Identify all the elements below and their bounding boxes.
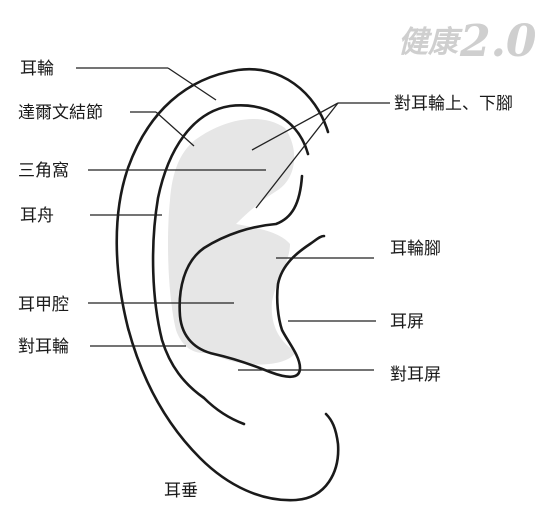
leader-lines [76, 67, 390, 371]
labels: 耳輪 達爾文結節 三角窩 耳舟 對耳輪上、下腳 耳輪腳 耳甲腔 耳屏 對耳輪 對… [18, 59, 513, 501]
label-tragus: 耳屏 [390, 312, 424, 332]
label-lobule: 耳垂 [164, 481, 198, 501]
label-antitragus: 對耳屏 [390, 365, 441, 385]
label-scapha: 耳舟 [20, 206, 54, 226]
helix-outline [115, 67, 340, 502]
leader-helix-diag [167, 67, 217, 101]
concha-shading [191, 224, 296, 365]
label-darwin-tubercle: 達爾文結節 [18, 103, 103, 123]
leader-darwin-diag [155, 111, 195, 147]
ear-outline [115, 67, 340, 502]
label-concha: 耳甲腔 [18, 295, 69, 315]
logo-prefix: 健康 [398, 25, 463, 60]
label-helix-crus: 耳輪腳 [390, 239, 441, 259]
triangular-fossa-shading [216, 129, 286, 196]
brand-logo: 健康 2.0 [398, 16, 537, 67]
antihelix-outline [151, 104, 310, 426]
label-antihelix: 對耳輪 [18, 337, 69, 357]
label-helix: 耳輪 [20, 59, 54, 79]
label-antihelix-crura: 對耳輪上、下腳 [394, 94, 513, 114]
leader-crura-b [255, 102, 339, 209]
helix-crus-outline [178, 174, 326, 379]
ear-shading [168, 118, 296, 365]
label-triangular-fossa: 三角窩 [18, 161, 69, 181]
logo-number: 2.0 [459, 16, 537, 67]
leader-crura-a [251, 102, 339, 151]
